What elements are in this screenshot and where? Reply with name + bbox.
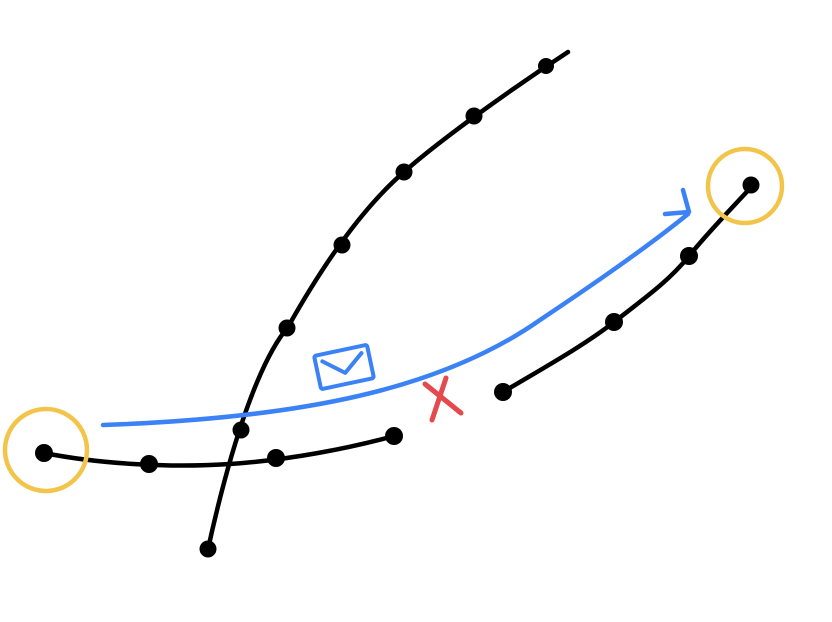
lower-left-segment-node xyxy=(35,444,53,462)
crossing-path-node xyxy=(232,421,250,439)
lower-left-segment-node xyxy=(140,455,158,473)
upper-right-segment-line xyxy=(500,182,756,395)
destination-endpoint xyxy=(705,146,785,226)
crossing-path-node xyxy=(278,319,296,337)
envelope-flap xyxy=(320,351,364,375)
upper-right-segment-node xyxy=(742,176,760,194)
x-mark-icon xyxy=(422,375,464,423)
upper-right-segment xyxy=(494,176,760,401)
arrow-icon xyxy=(662,187,692,217)
message-route-line xyxy=(100,211,691,428)
crossing-path-node xyxy=(538,58,554,74)
crossing-path-node xyxy=(199,540,217,558)
upper-right-segment-node xyxy=(494,383,512,401)
lower-left-segment xyxy=(35,427,403,473)
lower-left-segment-node xyxy=(385,427,403,445)
message-route xyxy=(100,187,692,428)
crossing-path-node xyxy=(465,107,483,125)
upper-right-segment-node xyxy=(605,313,623,331)
upper-right-segment-node xyxy=(680,247,698,265)
crossing-path-node xyxy=(395,163,413,181)
crossing-path-node xyxy=(333,236,351,254)
lower-left-segment-node xyxy=(267,449,285,467)
source-endpoint xyxy=(2,406,90,494)
lower-left-segment-line xyxy=(41,433,397,468)
envelope-icon xyxy=(312,343,376,391)
